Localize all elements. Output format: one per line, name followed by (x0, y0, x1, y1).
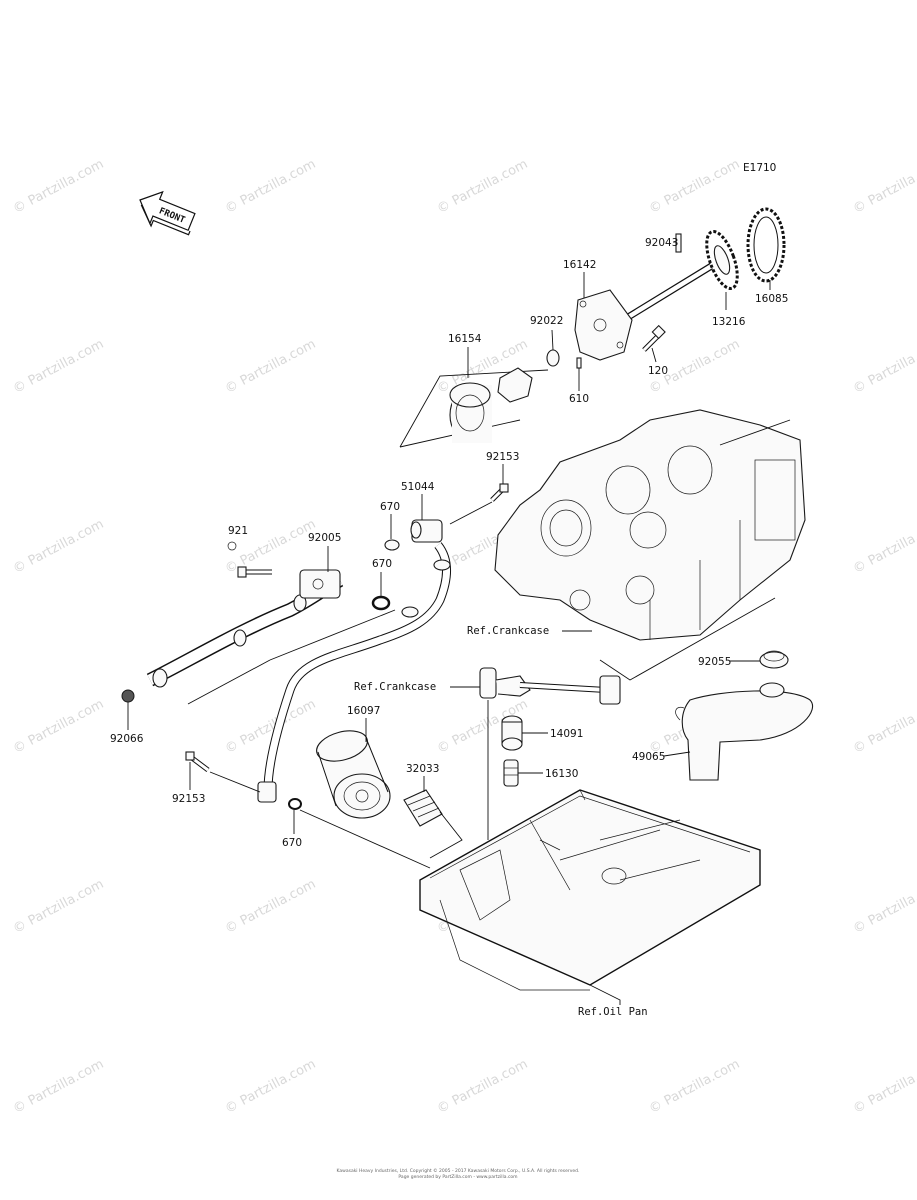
watermark-text: © Partzilla.com (223, 337, 319, 397)
watermark-text: © Partzilla.com (851, 337, 917, 397)
ref-crankcase-lower: Ref.Crankcase (354, 681, 436, 693)
watermark-text: © Partzilla.com (11, 697, 107, 757)
watermark-text: © Partzilla.com (223, 877, 319, 937)
strainer-32033 (403, 789, 463, 859)
watermark-text: © Partzilla.com (11, 877, 107, 937)
watermark-text: © Partzilla.com (647, 1057, 743, 1117)
bolt-92153-upper (449, 483, 509, 525)
pipe-92005 (146, 569, 396, 705)
label-92022: 92022 (530, 315, 563, 327)
label-49065: 49065 (632, 751, 665, 763)
ref-oil-pan: Ref.Oil Pan (578, 1006, 648, 1018)
pipe-joint-51044 (410, 519, 443, 543)
label-921: 921 (228, 525, 248, 537)
footer-generated: Page generated by PartZilla.com - www.pa… (398, 1174, 517, 1180)
watermark-text: © Partzilla.com (851, 1057, 917, 1117)
label-16097: 16097 (347, 705, 380, 717)
ref-labels: Ref.Crankcase Ref.Crankcase Ref.Oil Pan (354, 625, 648, 1018)
label-51044: 51044 (401, 481, 435, 493)
label-16154: 16154 (448, 333, 482, 345)
label-92005: 92005 (308, 532, 341, 544)
label-120: 120 (648, 365, 668, 377)
watermark-text: © Partzilla.com (11, 157, 107, 217)
oil-pan (419, 789, 761, 1005)
watermark-text: © Partzilla.com (851, 157, 917, 217)
washer-92022 (546, 349, 560, 367)
watermark-text: © Partzilla.com (851, 877, 917, 937)
watermark-text: © Partzilla.com (435, 157, 531, 217)
watermark-text: © Partzilla.com (223, 1057, 319, 1117)
part-labels: 92043 16085 16142 13216 92022 16154 120 … (110, 237, 788, 849)
label-670-a: 670 (380, 501, 400, 513)
watermark-text: © Partzilla.com (11, 1057, 107, 1117)
label-92153-lower: 92153 (172, 793, 205, 805)
oring-670-c (288, 798, 302, 810)
damper-14091 (501, 715, 523, 751)
label-16085: 16085 (755, 293, 788, 305)
gear-16085 (746, 207, 786, 290)
label-92153-upper: 92153 (486, 451, 519, 463)
oring-670-a (384, 539, 400, 551)
watermark-text: © Partzilla.com (851, 697, 917, 757)
label-610: 610 (569, 393, 589, 405)
watermark-text: © Partzilla.com (11, 517, 107, 577)
oring-670-b (371, 595, 391, 611)
bolt-120 (642, 324, 666, 352)
front-arrow-icon: FRONT (139, 190, 196, 236)
watermark-text: © Partzilla.com (435, 1057, 531, 1117)
watermark-text: © Partzilla.com (223, 157, 319, 217)
watermark-text: © Partzilla.com (647, 157, 743, 217)
crankcase (494, 409, 806, 681)
label-32033: 32033 (406, 763, 439, 775)
label-16130: 16130 (545, 768, 578, 780)
bolt-921 (227, 541, 272, 578)
label-13216: 13216 (712, 316, 746, 328)
rotor-16154 (399, 367, 549, 448)
bolt-92153-lower (185, 751, 261, 793)
watermark-text: © Partzilla.com (11, 337, 107, 397)
watermark-text: © Partzilla.com (851, 517, 917, 577)
valve-16130 (503, 759, 519, 787)
label-670-c: 670 (282, 837, 302, 849)
shaft-13216 (618, 230, 739, 325)
pin-92043 (675, 233, 682, 253)
label-16142: 16142 (563, 259, 596, 271)
crankcase-connector (479, 667, 621, 840)
label-92066: 92066 (110, 733, 144, 745)
label-670-b: 670 (372, 558, 392, 570)
cover-16142 (574, 289, 633, 361)
diagram-code: E1710 (743, 162, 776, 174)
label-92043: 92043 (645, 237, 678, 249)
nut-92066 (121, 689, 135, 703)
label-14091: 14091 (550, 728, 583, 740)
ref-crankcase-upper: Ref.Crankcase (467, 625, 549, 637)
pin-610 (576, 357, 582, 369)
label-92055: 92055 (698, 656, 731, 668)
footer-copyright: Kawasaki Heavy Industries, Ltd. Copyrigh… (337, 1167, 580, 1174)
oil-pipe-49065 (675, 650, 814, 781)
oil-pipe (257, 542, 451, 803)
oil-filter-16097 (316, 730, 391, 819)
